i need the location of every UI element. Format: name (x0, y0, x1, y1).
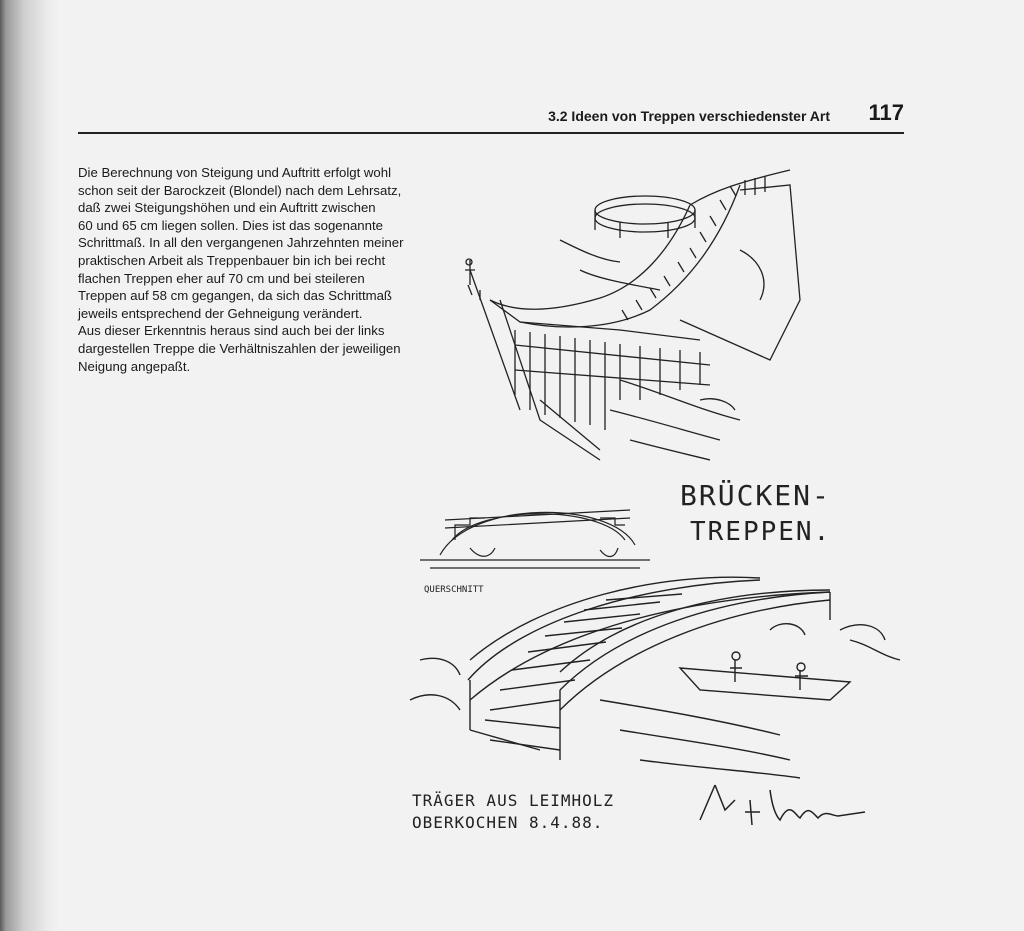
sketch-title-line2: TREPPEN. (690, 517, 831, 547)
text-line: Treppen auf 58 cm gegangen, da sich das … (78, 288, 392, 304)
caption-line1: TRÄGER AUS LEIMHOLZ (412, 791, 614, 810)
book-spine-shadow (0, 0, 60, 931)
text-line: 60 und 65 cm liegen sollen. Dies ist das… (78, 217, 383, 233)
running-header: 3.2 Ideen von Treppen verschiedenster Ar… (78, 100, 904, 132)
section-title: 3.2 Ideen von Treppen verschiedenster Ar… (548, 108, 830, 124)
text-line: jeweils entsprechend der Gehneigung verä… (78, 305, 363, 321)
text-line: Die Berechnung von Steigung und Auftritt… (78, 165, 392, 180)
page-number: 117 (868, 100, 905, 125)
text-line: Aus dieser Erkenntnis heraus sind auch b… (78, 323, 385, 339)
body-paragraph: Die Berechnung von Steigung und Auftritt… (78, 164, 438, 375)
text-line: praktischen Arbeit als Treppenbauer bin … (78, 252, 386, 268)
signature (699, 784, 866, 826)
suspension-stair-sketch (465, 169, 801, 461)
caption-line2: OBERKOCHEN 8.4.88. (412, 813, 603, 832)
bridge-cross-section-sketch (420, 509, 650, 569)
text-line: dargestellen Treppe die Verhältniszahlen… (78, 340, 401, 356)
bridge-stair-sketch (409, 576, 901, 779)
header-rule (78, 132, 904, 134)
text-line: Schrittmaß. In all den vergangenen Jahrz… (78, 235, 404, 251)
text-line: Neigung angepaßt. (78, 358, 191, 374)
text-line: flachen Treppen eher auf 70 cm und bei s… (78, 270, 365, 286)
sketch-title-line1: BRÜCKEN- (680, 478, 831, 512)
text-line: schon seit der Barockzeit (Blondel) nach… (78, 182, 402, 198)
section-label: QUERSCHNITT (424, 585, 484, 595)
text-line: daß zwei Steigungshöhen und ein Auftritt… (78, 200, 376, 216)
